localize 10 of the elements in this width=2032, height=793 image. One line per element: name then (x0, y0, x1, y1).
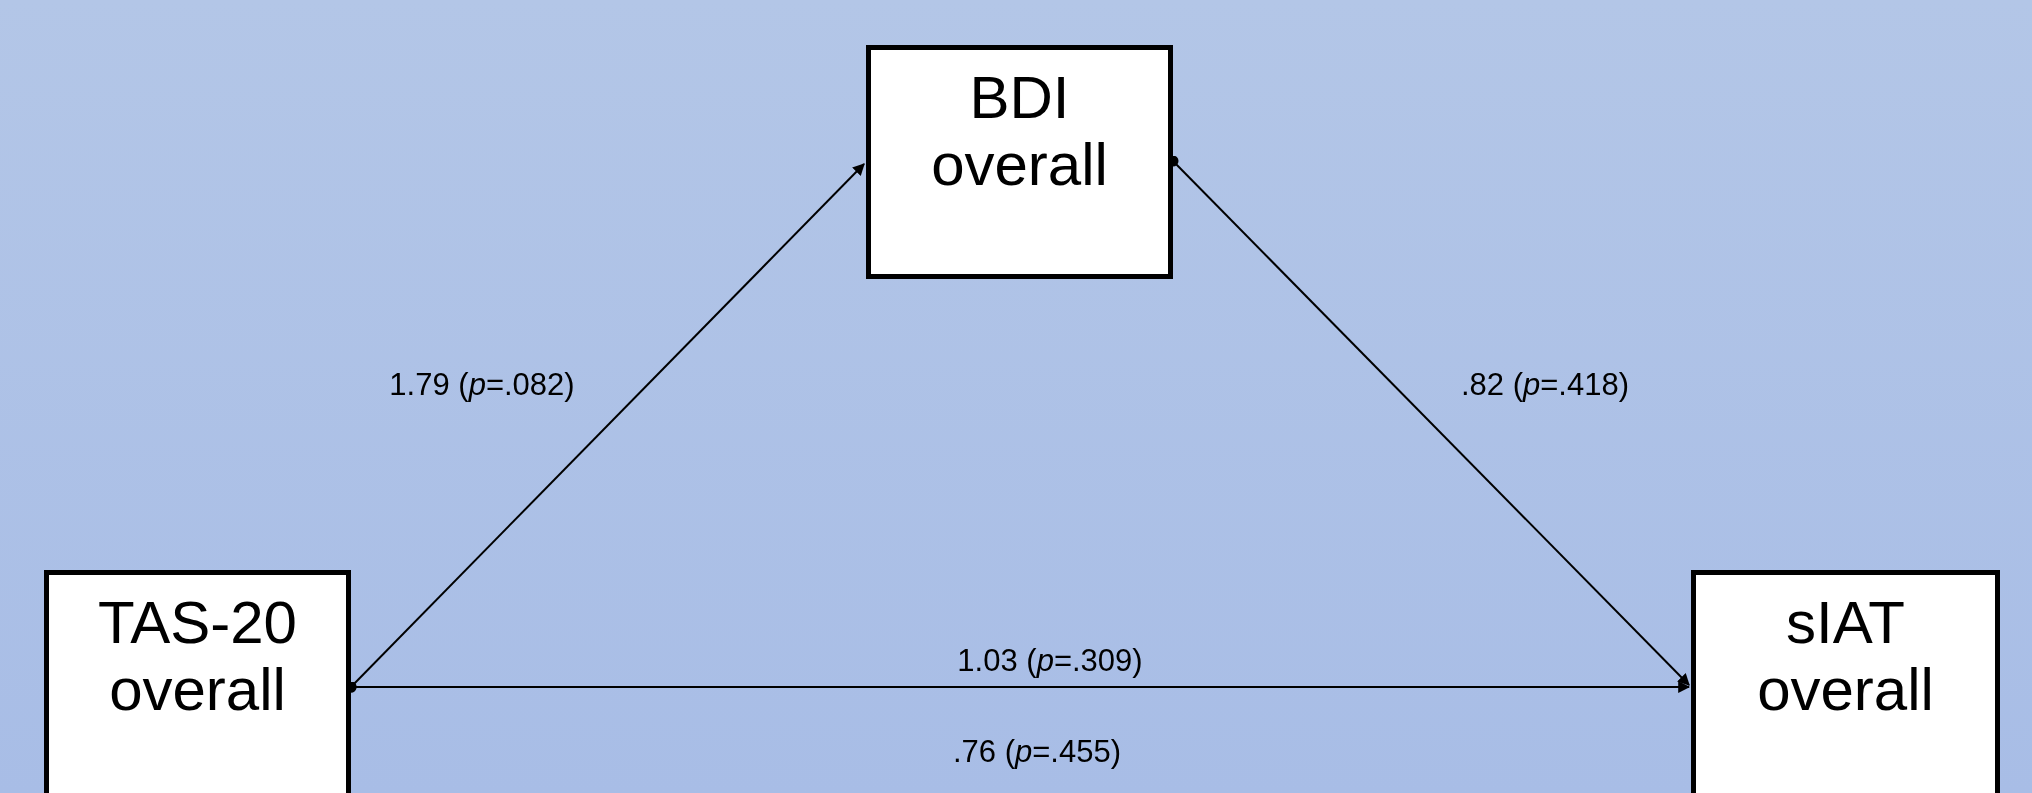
variable-name: TAS-20 overall (97, 589, 298, 724)
path-coefficient: 1.79 (p=.082) (389, 367, 575, 403)
variable-name: BDI overall (930, 64, 1109, 199)
variable-name: sIAT overall (1756, 589, 1935, 724)
variable-box (866, 45, 1173, 279)
path-coefficient: .82 (p=.418) (1461, 367, 1629, 403)
variable-box (1691, 570, 2000, 793)
variable-box (44, 570, 351, 793)
path-coefficient: .76 (p=.455) (953, 734, 1121, 770)
path-coefficient: 1.03 (p=.309) (957, 643, 1143, 679)
